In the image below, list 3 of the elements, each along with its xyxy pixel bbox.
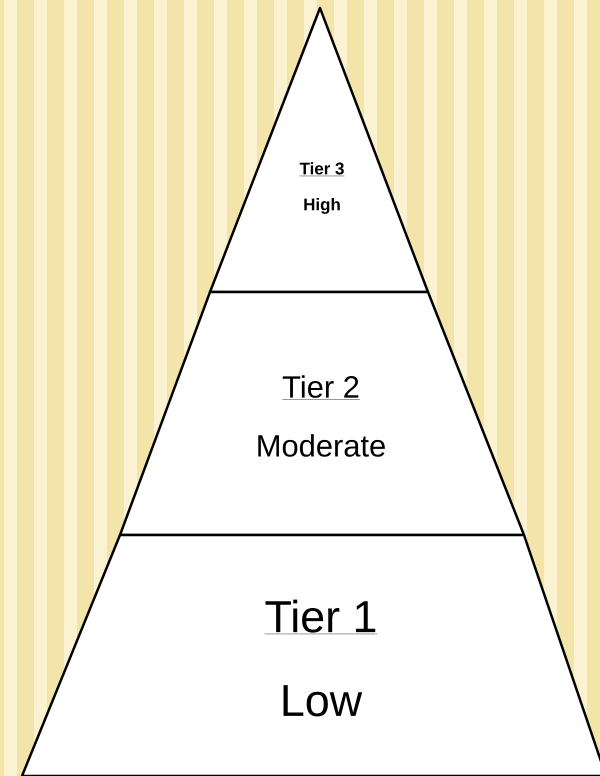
- tier-band: Tier 2 Moderate: [118, 290, 526, 536]
- tier-band: Tier 1 Low: [20, 534, 600, 776]
- tier-band: Tier 3 High: [208, 6, 430, 294]
